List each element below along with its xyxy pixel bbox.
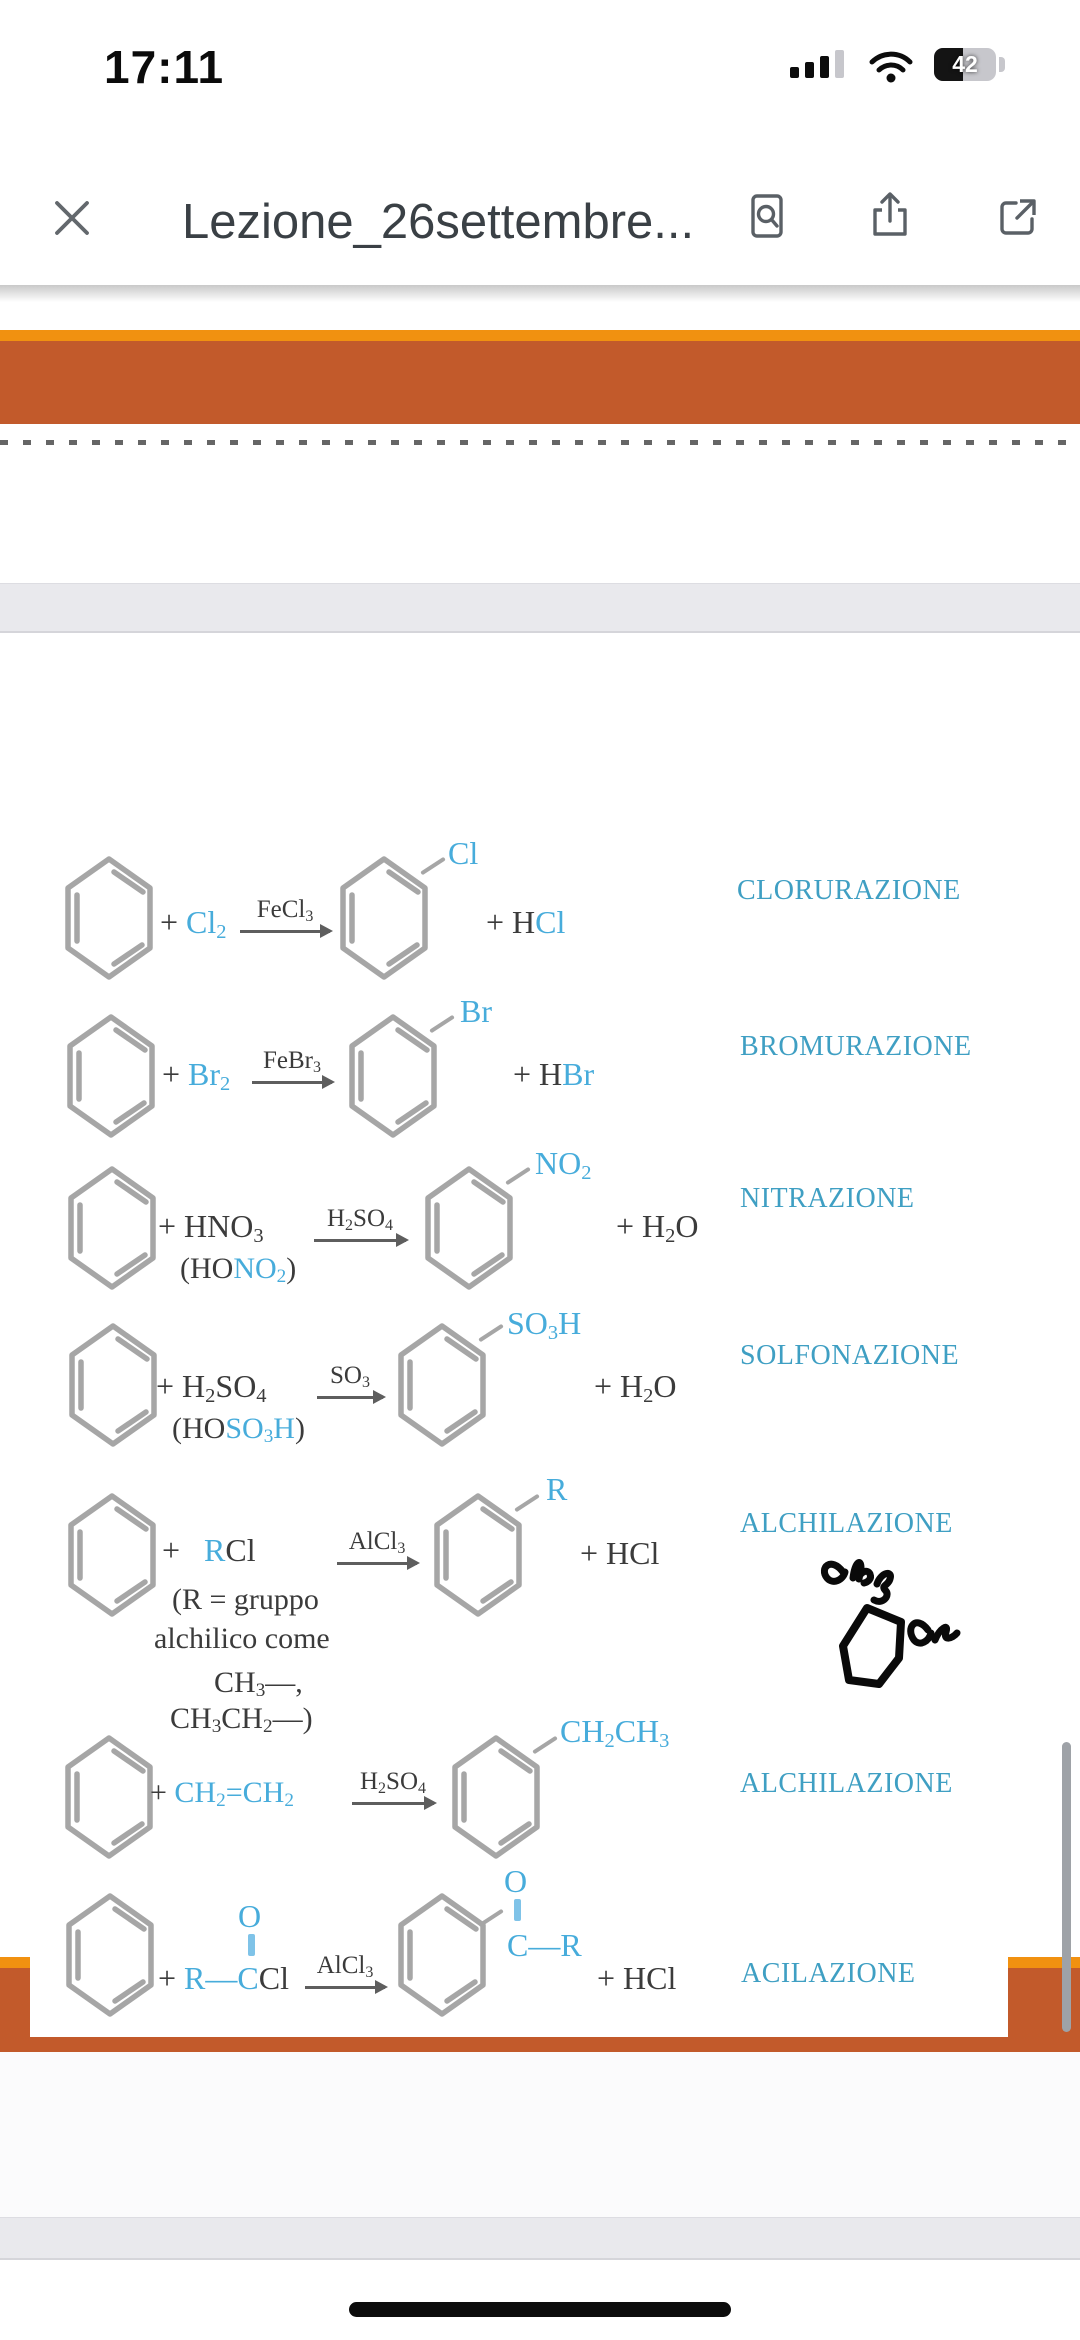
double-bond [248, 1934, 255, 1956]
benzene-ring [452, 1735, 540, 1859]
reaction-name: ALCHILAZIONE [740, 1768, 953, 1799]
reagent-formula: + H2SO4 [156, 1368, 267, 1407]
substituent-label: R [546, 1471, 568, 1507]
reagent-formula: + HNO3 [158, 1208, 264, 1247]
byproduct-formula: + H2O [594, 1368, 677, 1407]
reaction-name: ALCHILAZIONE [740, 1508, 953, 1539]
arrow-head [373, 1390, 386, 1404]
reagent-note-line: (R = gruppo [172, 1583, 319, 1616]
arrow-head [407, 1556, 420, 1570]
reaction-name: SOLFONAZIONE [740, 1340, 960, 1371]
reaction-name: ACILAZIONE [741, 1958, 916, 1989]
reagent-note: (HONO2) [180, 1252, 297, 1288]
benzene-ring [398, 1893, 486, 2017]
battery-percent: 42 [952, 51, 978, 77]
reagent-note-line: alchilico come [154, 1622, 330, 1655]
reaction-arrow: FeCl3 [240, 896, 333, 938]
byproduct-formula: + HCl [486, 904, 566, 940]
reagent-formula: + Cl2 [160, 904, 227, 943]
benzene-ring [65, 856, 153, 980]
reaction-arrow: AlCl3 [305, 1952, 388, 1994]
document-title: Lezione_26settembre... [182, 195, 695, 249]
status-time: 17:11 [104, 41, 225, 93]
catalyst-label: AlCl3 [348, 1528, 406, 1557]
benzene-ring [65, 1735, 153, 1859]
arrow-head [322, 1075, 335, 1089]
substituent-label: NO2 [535, 1145, 592, 1184]
catalyst-label: SO3 [330, 1362, 370, 1391]
double-bond [514, 1899, 521, 1921]
byproduct-formula: + HCl [580, 1535, 660, 1571]
reaction-arrow: FeBr3 [252, 1047, 335, 1089]
substituent-label: C—R [507, 1927, 582, 1963]
reaction-name: BROMURAZIONE [740, 1031, 972, 1062]
substituent-label: CH2CH3 [560, 1713, 670, 1752]
reagent-formula: + RCl [162, 1532, 256, 1568]
reagent-formula: + Br2 [162, 1056, 231, 1095]
arrow-head [424, 1796, 437, 1810]
byproduct-formula: + HBr [513, 1056, 595, 1092]
catalyst-label: H2SO4 [326, 1205, 394, 1234]
reagent-note-line: CH3CH2—) [170, 1702, 313, 1738]
benzene-ring [68, 1493, 156, 1617]
reaction-name: CLORURAZIONE [737, 875, 961, 906]
wifi-icon [869, 51, 913, 83]
benzene-ring [349, 1014, 437, 1138]
catalyst-label: FeBr3 [263, 1047, 321, 1076]
battery-icon: 42 [934, 48, 996, 81]
reagent-formula: + R—CCl [158, 1960, 289, 1996]
page-gap [0, 2217, 1080, 2260]
battery-cap [999, 57, 1005, 72]
slide-banner-rust [0, 341, 1080, 424]
reagent-note-line: CH3—, [214, 1666, 303, 1702]
reaction-arrow: H2SO4 [314, 1205, 409, 1247]
byproduct-formula: + HCl [597, 1960, 677, 1996]
benzene-ring [425, 1166, 513, 1290]
benzene-ring [69, 1323, 157, 1447]
slide-dotted-divider [0, 440, 1080, 445]
reagent-oxygen-label: O [238, 1898, 262, 1934]
toolbar-shadow [0, 285, 1080, 302]
signal-strength-icon [790, 50, 844, 78]
battery-fill [934, 48, 963, 81]
benzene-ring [66, 1893, 154, 2017]
reaction-name: NITRAZIONE [740, 1183, 915, 1214]
share-icon[interactable] [866, 190, 914, 240]
slide-content-box [30, 1957, 1008, 2037]
substituent-label: Cl [448, 835, 479, 871]
benzene-ring [340, 856, 428, 980]
arrow-head [375, 1980, 388, 1994]
pdf-scrollbar[interactable] [1062, 1742, 1071, 2032]
page-margin-area [0, 2052, 1080, 2217]
reagent-note: (HOSO3H) [172, 1412, 305, 1448]
benzene-ring [434, 1493, 522, 1617]
reaction-arrow: H2SO4 [352, 1768, 437, 1810]
substituent-label: SO3H [507, 1305, 582, 1344]
benzene-ring [68, 1166, 156, 1290]
byproduct-formula: + H2O [616, 1208, 699, 1247]
home-indicator[interactable] [349, 2302, 731, 2317]
catalyst-label: FeCl3 [256, 896, 314, 925]
reagent-formula: + CH2=CH2 [150, 1776, 294, 1812]
handwritten-annotation-sketch [820, 1559, 961, 1688]
substituent-label: Br [460, 993, 492, 1029]
catalyst-label: H2SO4 [359, 1768, 427, 1797]
catalyst-label: AlCl3 [316, 1952, 374, 1981]
open-in-new-icon[interactable] [992, 194, 1040, 242]
benzene-ring [398, 1323, 486, 1447]
close-icon[interactable] [52, 198, 92, 238]
product-oxygen-label: O [504, 1863, 528, 1899]
page-gap [0, 583, 1080, 633]
slide-banner-orange [0, 330, 1080, 341]
arrow-head [320, 924, 333, 938]
find-in-page-icon[interactable] [744, 192, 792, 240]
benzene-ring [67, 1014, 155, 1138]
reaction-arrow: AlCl3 [337, 1528, 420, 1570]
reaction-arrow: SO3 [317, 1362, 386, 1404]
arrow-head [396, 1233, 409, 1247]
